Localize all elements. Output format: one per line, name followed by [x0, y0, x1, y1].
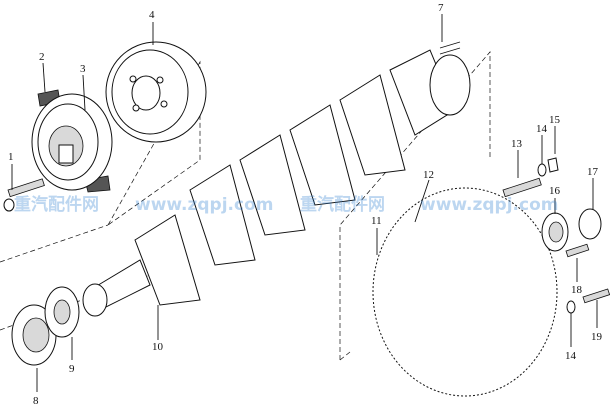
nut-part [547, 157, 559, 173]
callout-17: 17 [587, 166, 599, 178]
bolt-part [3, 178, 45, 212]
pulley-part [31, 93, 113, 191]
callout-4: 4 [149, 9, 155, 21]
watermark-cn-left: 重汽配件网 [14, 194, 99, 215]
watermark-url-right: www.zqpj.com [420, 195, 558, 215]
callout-2: 2 [39, 51, 45, 63]
callout-10: 10 [152, 341, 164, 353]
callout-18: 18 [571, 284, 583, 296]
leader-lines [11, 14, 598, 392]
pin-part [439, 41, 461, 55]
watermark: 重汽配件网 www.zqpj.com 重汽配件网 www.zqpj.com [14, 194, 558, 215]
callout-19: 19 [591, 331, 603, 343]
callout-9: 9 [69, 363, 75, 375]
damper-part [105, 41, 207, 143]
callout-14-upper: 14 [536, 123, 548, 135]
ring-gear-part [372, 187, 558, 397]
gear-part [44, 286, 80, 338]
callout-labels: 1 2 3 4 7 8 9 10 11 12 13 14 14 15 16 17… [8, 2, 603, 406]
stud-part [502, 177, 542, 198]
crankshaft-part [82, 49, 471, 317]
bearing-part [11, 304, 57, 366]
callout-3: 3 [80, 63, 86, 75]
callout-13: 13 [511, 138, 523, 150]
seal-part [541, 212, 569, 252]
flywheel-bolt-part [565, 243, 610, 304]
snap-ring-part [578, 208, 602, 240]
callout-15: 15 [549, 114, 561, 126]
callout-12: 12 [423, 169, 434, 181]
watermark-url: www.zqpj.com [135, 195, 273, 215]
callout-11: 11 [371, 215, 382, 227]
callout-14-lower: 14 [565, 350, 577, 362]
washer-part [537, 163, 576, 314]
callout-8: 8 [33, 395, 39, 406]
callout-7: 7 [438, 2, 444, 14]
callout-1: 1 [8, 151, 14, 163]
callout-16: 16 [549, 185, 561, 197]
watermark-cn-right: 重汽配件网 [300, 194, 385, 215]
flywheel-group-boundary [339, 51, 491, 361]
